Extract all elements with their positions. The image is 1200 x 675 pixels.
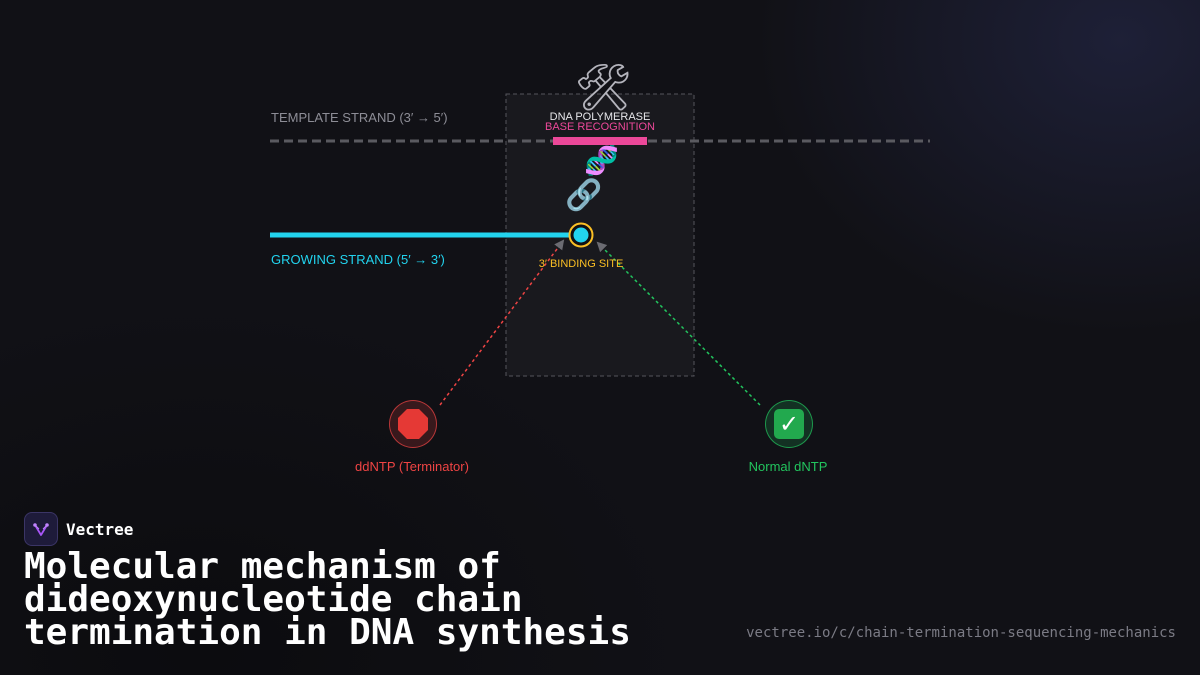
dntp-path (596, 241, 761, 406)
stop-sign-icon (398, 409, 428, 439)
ddntp-label: ddNTP (Terminator) (355, 459, 469, 474)
growing-strand-label: GROWING STRAND (5′ → 3′) (271, 252, 445, 267)
title-line: dideoxynucleotide chain (24, 579, 523, 620)
brand-name: Vectree (66, 519, 134, 539)
binding-site-label: 3′ BINDING SITE (538, 258, 624, 270)
base-recognition-bar (553, 137, 647, 145)
source-url: vectree.io/c/chain-termination-sequencin… (746, 625, 1176, 641)
dntp-label: Normal dNTP (748, 459, 828, 474)
ddntp-node (389, 400, 437, 448)
hammer-and-wrench-icon: 🛠 (574, 61, 633, 113)
title-line: Molecular mechanism of (24, 546, 501, 587)
check-mark-icon: ✓ (774, 409, 804, 439)
ddntp-path (439, 239, 565, 406)
base-recognition-label: BASE RECOGNITION (544, 121, 656, 133)
page-title: Molecular mechanism of dideoxynucleotide… (24, 549, 664, 651)
link-icon: 🔗 (565, 179, 603, 212)
template-strand-label: TEMPLATE STRAND (3′ → 5′) (271, 110, 448, 125)
dntp-node: ✓ (765, 400, 813, 448)
polymerase-label: DNA POLYMERASE (549, 111, 651, 123)
binding-site-dot (573, 227, 589, 243)
brand: Vectree (24, 512, 133, 546)
title-line: termination in DNA synthesis (24, 612, 631, 653)
dna-icon: 🧬 (584, 145, 619, 176)
vectree-logo-icon (24, 512, 58, 546)
